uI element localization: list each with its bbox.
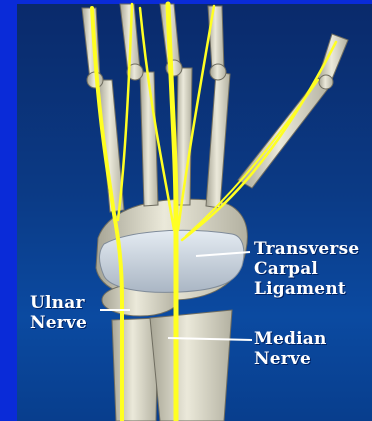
label-line: Median: [254, 329, 327, 349]
label-ulnar-nerve: Ulnar Nerve: [30, 293, 87, 333]
label-line: Ligament: [254, 279, 359, 299]
phalanx-2: [208, 6, 224, 70]
label-median-nerve: Median Nerve: [254, 329, 327, 369]
label-transverse-carpal-ligament: Transverse Carpal Ligament: [254, 239, 359, 299]
label-line: Ulnar: [30, 293, 87, 313]
label-line: Transverse: [254, 239, 359, 259]
label-line: Nerve: [254, 349, 327, 369]
label-line: Nerve: [30, 313, 87, 333]
label-line: Carpal: [254, 259, 359, 279]
radius-bone: [150, 310, 232, 421]
metacarpal-2: [206, 72, 230, 208]
